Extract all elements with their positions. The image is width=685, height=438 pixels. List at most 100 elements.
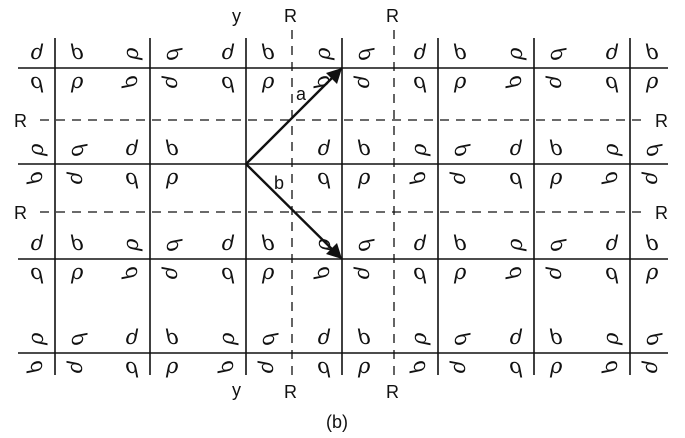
motif-glyph: ρ [317,328,331,352]
mirror-label-top-2: R [386,6,399,26]
motif-glyph: ρ [645,43,659,67]
motif-glyph: ρ [24,332,48,346]
mirror-label-bottom-1: R [284,382,297,402]
motif-glyph: ρ [645,234,659,258]
y-axis-label-bottom: y [232,380,241,400]
motif-glyph: ρ [407,332,431,346]
vector-a-arrowhead [326,68,342,84]
motif-glyph: ρ [453,69,467,93]
motif-glyph: ρ [599,143,623,157]
motif-glyph: ρ [30,43,44,67]
motif-glyph: ρ [311,47,335,61]
motif-glyph: ρ [257,360,281,374]
motif-glyph: ρ [601,171,625,185]
motif-glyph: ρ [125,328,139,352]
motif-glyph: ρ [165,328,179,352]
motif-glyph: ρ [261,43,275,67]
motif-glyph: ρ [64,332,88,346]
motif-glyph: ρ [70,260,84,284]
motif-glyph: ρ [645,260,659,284]
motif-glyph: ρ [549,328,563,352]
motif-glyph: ρ [413,43,427,67]
motif-glyph: ρ [64,143,88,157]
motif-glyph: ρ [30,234,44,258]
vector-a-label: a [296,84,307,104]
motif-glyph: ρ [605,260,619,284]
motif-glyph: ρ [453,260,467,284]
motif-glyph: ρ [639,143,663,157]
vector-b-arrowhead [326,243,342,259]
motif-glyph: ρ [413,260,427,284]
vector-b-line [245,163,343,260]
motif-glyph: ρ [26,171,50,185]
motif-glyph: ρ [261,260,275,284]
motif-glyph: ρ [549,354,563,378]
motif-glyph: ρ [317,139,331,163]
motif-glyph: ρ [449,360,473,374]
motif-glyph: ρ [543,47,567,61]
motif-glyph: ρ [70,69,84,93]
motif-glyph: ρ [645,69,659,93]
motif-glyph: ρ [509,165,523,189]
motif-glyph: ρ [165,354,179,378]
motif-glyph: ρ [66,171,90,185]
motif-glyph: ρ [447,332,471,346]
motif-glyph: ρ [453,234,467,258]
figure-caption: (b) [326,412,348,432]
motif-glyph: ρ [30,260,44,284]
motif-glyph: ρ [24,143,48,157]
motif-glyph: ρ [121,266,145,280]
motif-glyph: ρ [261,69,275,93]
motif-glyph: ρ [351,47,375,61]
mirror-label-top-1: R [284,6,297,26]
motif-glyph: ρ [317,354,331,378]
motif-glyph: ρ [221,234,235,258]
motif-glyph: ρ [121,75,145,89]
motif-glyph: ρ [313,266,337,280]
motif-glyph: ρ [125,354,139,378]
motif-glyph: ρ [641,171,665,185]
motif-glyph: ρ [70,234,84,258]
motif-glyph: ρ [357,328,371,352]
motif-glyph: ρ [353,266,377,280]
motif-glyph: ρ [317,165,331,189]
motif-glyph: ρ [255,332,279,346]
motif-glyph: ρ [221,260,235,284]
motif-glyph: ρ [601,360,625,374]
motif-glyph: ρ [509,328,523,352]
motif-glyph: ρ [449,171,473,185]
motif-glyph: ρ [357,354,371,378]
motif-glyph: ρ [599,332,623,346]
vector-b-label: b [274,173,284,193]
motif-glyph: ρ [161,75,185,89]
motif-glyph: ρ [161,266,185,280]
motif-glyph: ρ [66,360,90,374]
motif-glyph: ρ [313,75,337,89]
motif-glyph: ρ [30,69,44,93]
motif-glyph: ρ [509,139,523,163]
motif-glyph: ρ [549,139,563,163]
motif-glyph: ρ [261,234,275,258]
mirror-label-left-2: R [14,203,27,223]
motif-glyph: ρ [125,165,139,189]
motif-glyph: ρ [217,360,241,374]
motif-glyph: ρ [605,234,619,258]
motif-glyph: ρ [165,139,179,163]
motif-glyph: ρ [70,43,84,67]
motif-glyph: ρ [509,354,523,378]
motif-glyph: ρ [545,266,569,280]
motif-glyph: ρ [639,332,663,346]
motif-glyph: ρ [357,165,371,189]
motif-glyph: ρ [407,143,431,157]
mirror-label-bottom-2: R [386,382,399,402]
mirror-label-right-2: R [655,203,668,223]
motif-glyph: ρ [413,234,427,258]
motif-glyph: ρ [545,75,569,89]
vector-a-line [245,67,343,165]
motif-glyph: ρ [119,47,143,61]
motif-glyph: ρ [605,43,619,67]
mirror-labels: R R R R R R R R [14,6,668,402]
mirror-label-left-1: R [14,111,27,131]
